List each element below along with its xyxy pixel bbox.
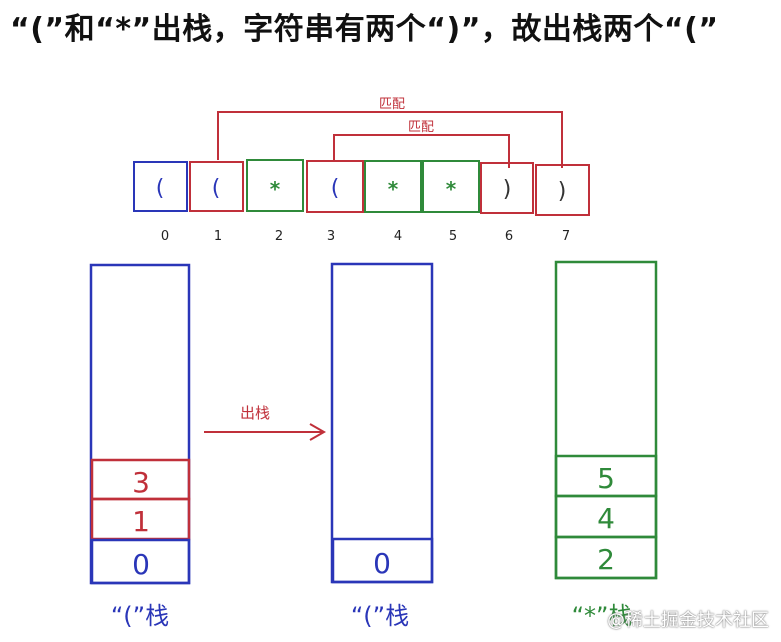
cell-char: *: [446, 177, 457, 201]
inner-match-bracket: 匹配: [333, 120, 510, 168]
arrow-label: 出栈: [240, 404, 270, 422]
cell-char: *: [270, 177, 281, 201]
stack-item: 5: [597, 462, 615, 495]
index-label: 4: [394, 229, 402, 244]
inner-match-label: 匹配: [408, 120, 434, 135]
stack-label: “(”栈: [111, 602, 169, 630]
stack-item: 3: [132, 466, 150, 499]
array-cell-4: *: [364, 160, 422, 213]
index-label: 6: [505, 229, 513, 244]
cell-char: ): [558, 179, 567, 204]
index-label: 3: [327, 229, 335, 244]
pop-arrow: 出栈: [204, 404, 327, 441]
array-cell-6: ): [480, 162, 534, 214]
index-label: 2: [275, 229, 283, 244]
cell-char: (: [331, 176, 340, 201]
index-label: 1: [214, 229, 222, 244]
outer-match-label: 匹配: [379, 97, 405, 112]
array-indices: 0 1 2 3 4 5 6 7: [161, 229, 570, 244]
page-title: “(”和“*”出栈，字符串有两个“)”，故出栈两个“(”: [10, 12, 719, 47]
watermark: @稀土掘金技术社区: [607, 610, 769, 631]
cell-char: (: [156, 176, 165, 201]
cell-char: (: [212, 176, 221, 201]
outer-match-bracket: 匹配: [217, 97, 563, 168]
star-stack: 5 4 2 “*”栈: [554, 260, 658, 630]
middle-paren-stack: 0 “(”栈: [330, 262, 434, 630]
stack-item: 4: [597, 502, 615, 535]
stack-item: 0: [132, 548, 150, 581]
stack-label: “(”栈: [351, 602, 409, 630]
index-label: 7: [562, 229, 570, 244]
array-cell-3: (: [306, 160, 364, 213]
left-paren-stack: 3 1 0 “(”栈: [89, 263, 191, 630]
stack-item: 1: [132, 505, 150, 538]
array-cell-1: (: [189, 161, 244, 212]
array-cell-7: ): [535, 164, 590, 216]
stack-item: 0: [373, 547, 391, 580]
array-cell-0: (: [133, 161, 188, 212]
index-label: 5: [449, 229, 457, 244]
cell-char: *: [388, 177, 399, 201]
cell-char: ): [503, 177, 512, 202]
index-label: 0: [161, 229, 169, 244]
stack-item: 2: [597, 543, 615, 576]
array-cell-5: *: [422, 160, 480, 213]
stack-label: “*”栈: [572, 602, 633, 630]
array-cell-2: *: [246, 159, 304, 212]
